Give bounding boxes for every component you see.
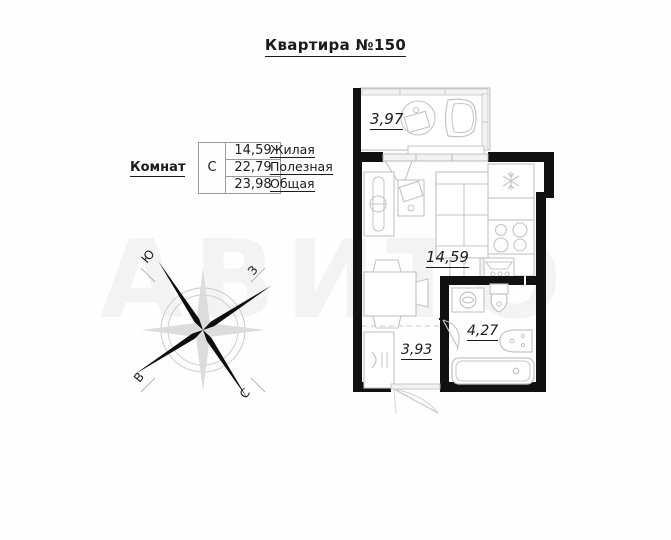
area-caption-living: 14,59 [426, 248, 469, 268]
area-label-total: Общая [270, 176, 315, 192]
snowflake-icon [502, 172, 520, 190]
area-value-total: 23,98 [225, 176, 281, 194]
compass-icon: Ю З В С [131, 247, 272, 401]
area-value-living: 14,59 [225, 142, 281, 160]
area-label-living: Жилая [270, 142, 315, 158]
compass-label-south-w: Ю [138, 247, 157, 266]
compass-rose: Ю З В С [128, 238, 278, 408]
rooms-label: Комнат [130, 160, 186, 177]
areas-table: С 14,59 22,79 23,98 [198, 142, 281, 194]
bathroom-fixtures [439, 283, 535, 385]
area-label-usable: Полезная [270, 159, 333, 175]
entrance-door [390, 383, 441, 415]
page-title-text: Квартира №150 [264, 36, 407, 57]
page-title: Квартира №150 [0, 36, 671, 57]
table-row: 23,98 [199, 176, 281, 194]
living-room-furniture [363, 171, 493, 389]
apartment-floor-plan: 3,97 14,59 3,93 4,27 [340, 80, 580, 420]
areas-labels: Жилая Полезная Общая [270, 142, 333, 193]
apartment-info-block: Комнат С 14,59 22,79 23,98 Жилая Полезна… [130, 142, 345, 200]
compass-label-west: В [131, 370, 147, 385]
area-caption-hallway: 3,93 [401, 342, 433, 360]
balcony-room [353, 87, 491, 152]
area-caption-bathroom: 4,27 [467, 323, 499, 341]
bathroom-walls [440, 276, 538, 392]
table-row: С 14,59 [198, 142, 281, 194]
floor-plan-drawing [353, 87, 554, 415]
compass-label-north: С [237, 386, 253, 401]
compass-label-east: З [245, 263, 261, 278]
area-caption-balcony: 3,97 [370, 110, 404, 130]
rooms-count-value: С [198, 142, 226, 194]
